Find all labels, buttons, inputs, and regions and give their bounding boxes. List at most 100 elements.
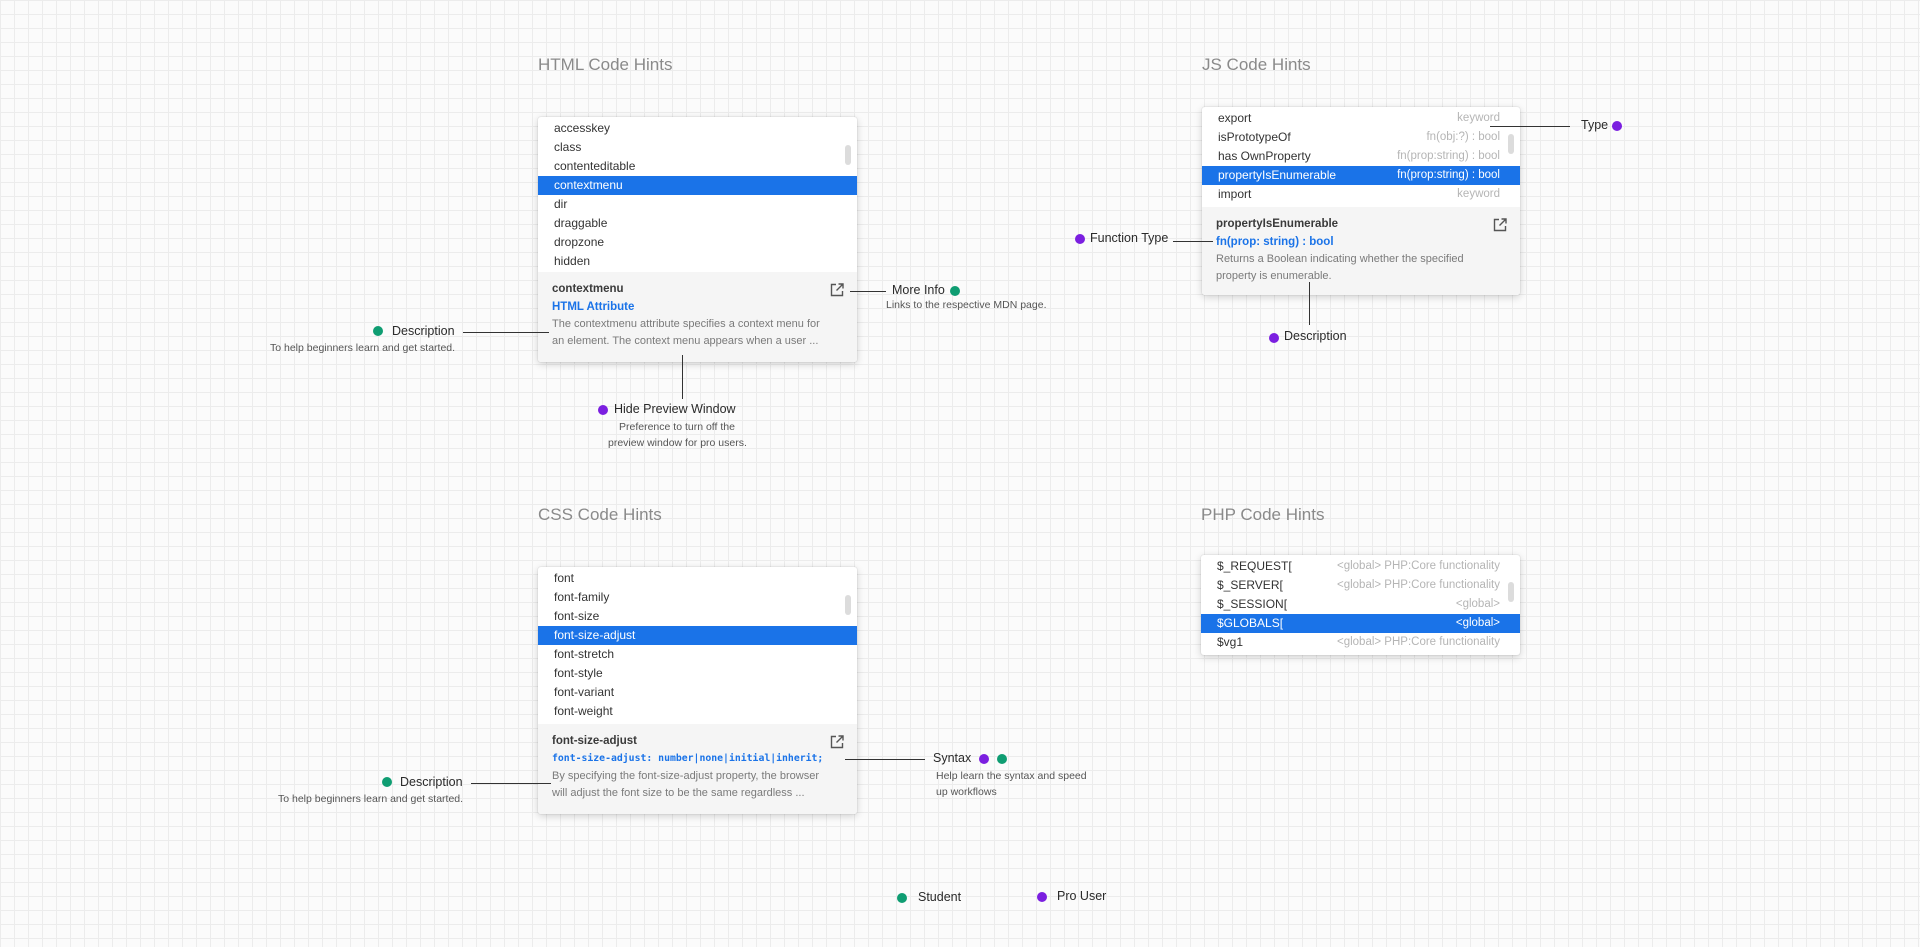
list-item[interactable]: export keyword — [1202, 109, 1520, 128]
pro-user-dot — [598, 405, 608, 415]
php-hints-panel: $_REQUEST[ <global> PHP:Core functionalit… — [1201, 555, 1520, 655]
list-item[interactable]: font-weight — [554, 704, 613, 718]
pro-user-dot — [1269, 333, 1279, 343]
list-item[interactable]: $_SERVER[ <global> PHP:Core functionality — [1201, 576, 1520, 595]
annotation-label: More Info — [892, 283, 945, 297]
preview-name: font-size-adjust — [552, 735, 637, 747]
preview-type: HTML Attribute — [552, 301, 635, 313]
connector-line — [463, 332, 549, 333]
scrollbar-thumb[interactable] — [1508, 134, 1514, 154]
php-section-title: PHP Code Hints — [1201, 505, 1325, 524]
external-link-icon[interactable] — [829, 734, 845, 750]
preview-description-line: property is enumerable. — [1216, 270, 1332, 282]
list-item[interactable]: $_REQUEST[ <global> PHP:Core functionalit… — [1201, 557, 1520, 576]
list-item[interactable]: contenteditable — [554, 159, 636, 173]
student-dot — [950, 286, 960, 296]
item-name: has OwnProperty — [1218, 149, 1311, 163]
item-hint: fn(prop:string) : bool — [1397, 150, 1500, 162]
list-item[interactable]: dropzone — [554, 235, 605, 249]
js-section-title: JS Code Hints — [1202, 55, 1311, 74]
list-item[interactable]: font-size — [554, 609, 600, 623]
item-hint: keyword — [1457, 188, 1500, 200]
external-link-icon[interactable] — [829, 282, 845, 298]
annotation-label: Description — [400, 775, 463, 789]
preview-type: fn(prop: string) : bool — [1216, 236, 1334, 248]
annotation-subtext: Preference to turn off the — [619, 421, 735, 433]
list-item[interactable]: font — [554, 571, 575, 585]
css-preview-window: font-size-adjust font-size-adjust: numbe… — [538, 724, 857, 814]
legend-student-label: Student — [918, 890, 962, 904]
item-hint: <global> PHP:Core functionality — [1336, 579, 1500, 591]
item-hint: <global> — [1455, 598, 1500, 610]
preview-description: The contextmenu attribute specifies a co… — [552, 316, 843, 350]
item-name: $vg1 — [1217, 635, 1244, 649]
connector-line — [850, 291, 886, 292]
annotation-label: Function Type — [1090, 231, 1169, 245]
list-item[interactable]: font-style — [554, 666, 603, 680]
html-preview-window: contextmenu HTML Attribute The contextme… — [538, 272, 857, 362]
css-hints-panel: font font-family font-size font-size-adj… — [538, 567, 857, 814]
preview-description: By specifying the font-size-adjust prope… — [552, 768, 843, 802]
preview-description: Returns a Boolean indicating whether the… — [1216, 251, 1506, 285]
connector-line — [1490, 126, 1570, 127]
student-dot — [997, 754, 1007, 764]
pro-user-dot — [1075, 234, 1085, 244]
list-item-selected[interactable]: font-size-adjust — [538, 626, 857, 645]
item-name: $_SESSION[ — [1217, 597, 1288, 611]
item-hint: <global> PHP:Core functionality — [1336, 560, 1500, 572]
js-preview-window: propertyIsEnumerable fn(prop: string) : … — [1202, 207, 1520, 295]
html-hints-panel: accesskey class contenteditable contextm… — [538, 117, 857, 362]
list-item[interactable]: $_SESSION[ <global> — [1201, 595, 1520, 614]
annotation-label: Description — [1284, 329, 1347, 343]
pro-user-dot — [1612, 121, 1622, 131]
list-item-selected[interactable]: $GLOBALS[<global> — [1201, 614, 1520, 633]
css-section-title: CSS Code Hints — [538, 505, 662, 524]
legend-pro-user-label: Pro User — [1057, 889, 1107, 903]
annotation-label: Type — [1581, 118, 1609, 132]
item-hint: <global> PHP:Core functionality — [1336, 636, 1500, 648]
html-hints-list[interactable]: accesskey class contenteditable contextm… — [538, 117, 857, 272]
preview-description-line: an element. The context menu appears whe… — [552, 335, 819, 347]
list-item[interactable]: hidden — [554, 254, 591, 268]
css-hints-list[interactable]: font font-family font-size font-size-adj… — [538, 567, 857, 724]
annotation-subtext: To help beginners learn and get started. — [270, 342, 456, 354]
legend-pro-user-dot — [1037, 892, 1047, 902]
annotation-label: Hide Preview Window — [614, 402, 736, 416]
list-item[interactable]: font-family — [554, 590, 610, 604]
scrollbar-thumb[interactable] — [1508, 582, 1514, 602]
annotation-label: Syntax — [933, 751, 972, 765]
item-name: $_REQUEST[ — [1217, 559, 1292, 573]
scrollbar-thumb[interactable] — [845, 595, 851, 615]
pro-user-dot — [979, 754, 989, 764]
list-item[interactable]: dir — [554, 197, 568, 211]
list-item-selected[interactable]: contextmenu — [538, 176, 857, 195]
list-item[interactable]: font-stretch — [554, 647, 615, 661]
annotation-subtext: To help beginners learn and get started. — [278, 793, 464, 805]
annotation-subtext: Help learn the syntax and speed — [936, 770, 1087, 782]
item-hint: fn(prop:string) : bool — [1397, 169, 1500, 181]
item-name: isPrototypeOf — [1218, 130, 1291, 144]
external-link-icon[interactable] — [1492, 217, 1508, 233]
list-item[interactable]: has OwnProperty fn(prop:string) : bool — [1202, 147, 1520, 166]
scrollbar-thumb[interactable] — [845, 145, 851, 165]
item-name: import — [1218, 187, 1252, 201]
list-item[interactable]: draggable — [554, 216, 608, 230]
annotation-subtext: up workflows — [936, 786, 997, 798]
preview-name: propertyIsEnumerable — [1216, 218, 1339, 230]
list-item[interactable]: class — [554, 140, 582, 154]
item-hint: keyword — [1457, 112, 1500, 124]
item-name: $_SERVER[ — [1217, 578, 1283, 592]
item-name: export — [1218, 111, 1252, 125]
list-item[interactable]: $vg1 <global> PHP:Core functionality — [1201, 633, 1520, 652]
preview-description-line: Returns a Boolean indicating whether the… — [1216, 253, 1464, 265]
list-item[interactable]: accesskey — [554, 121, 611, 135]
preview-name: contextmenu — [552, 283, 624, 295]
list-item[interactable]: font-variant — [554, 685, 615, 699]
connector-line — [471, 783, 551, 784]
list-item[interactable]: import keyword — [1202, 185, 1520, 204]
connector-line — [845, 759, 925, 760]
php-hints-list[interactable]: $_REQUEST[ <global> PHP:Core functionalit… — [1201, 555, 1520, 652]
